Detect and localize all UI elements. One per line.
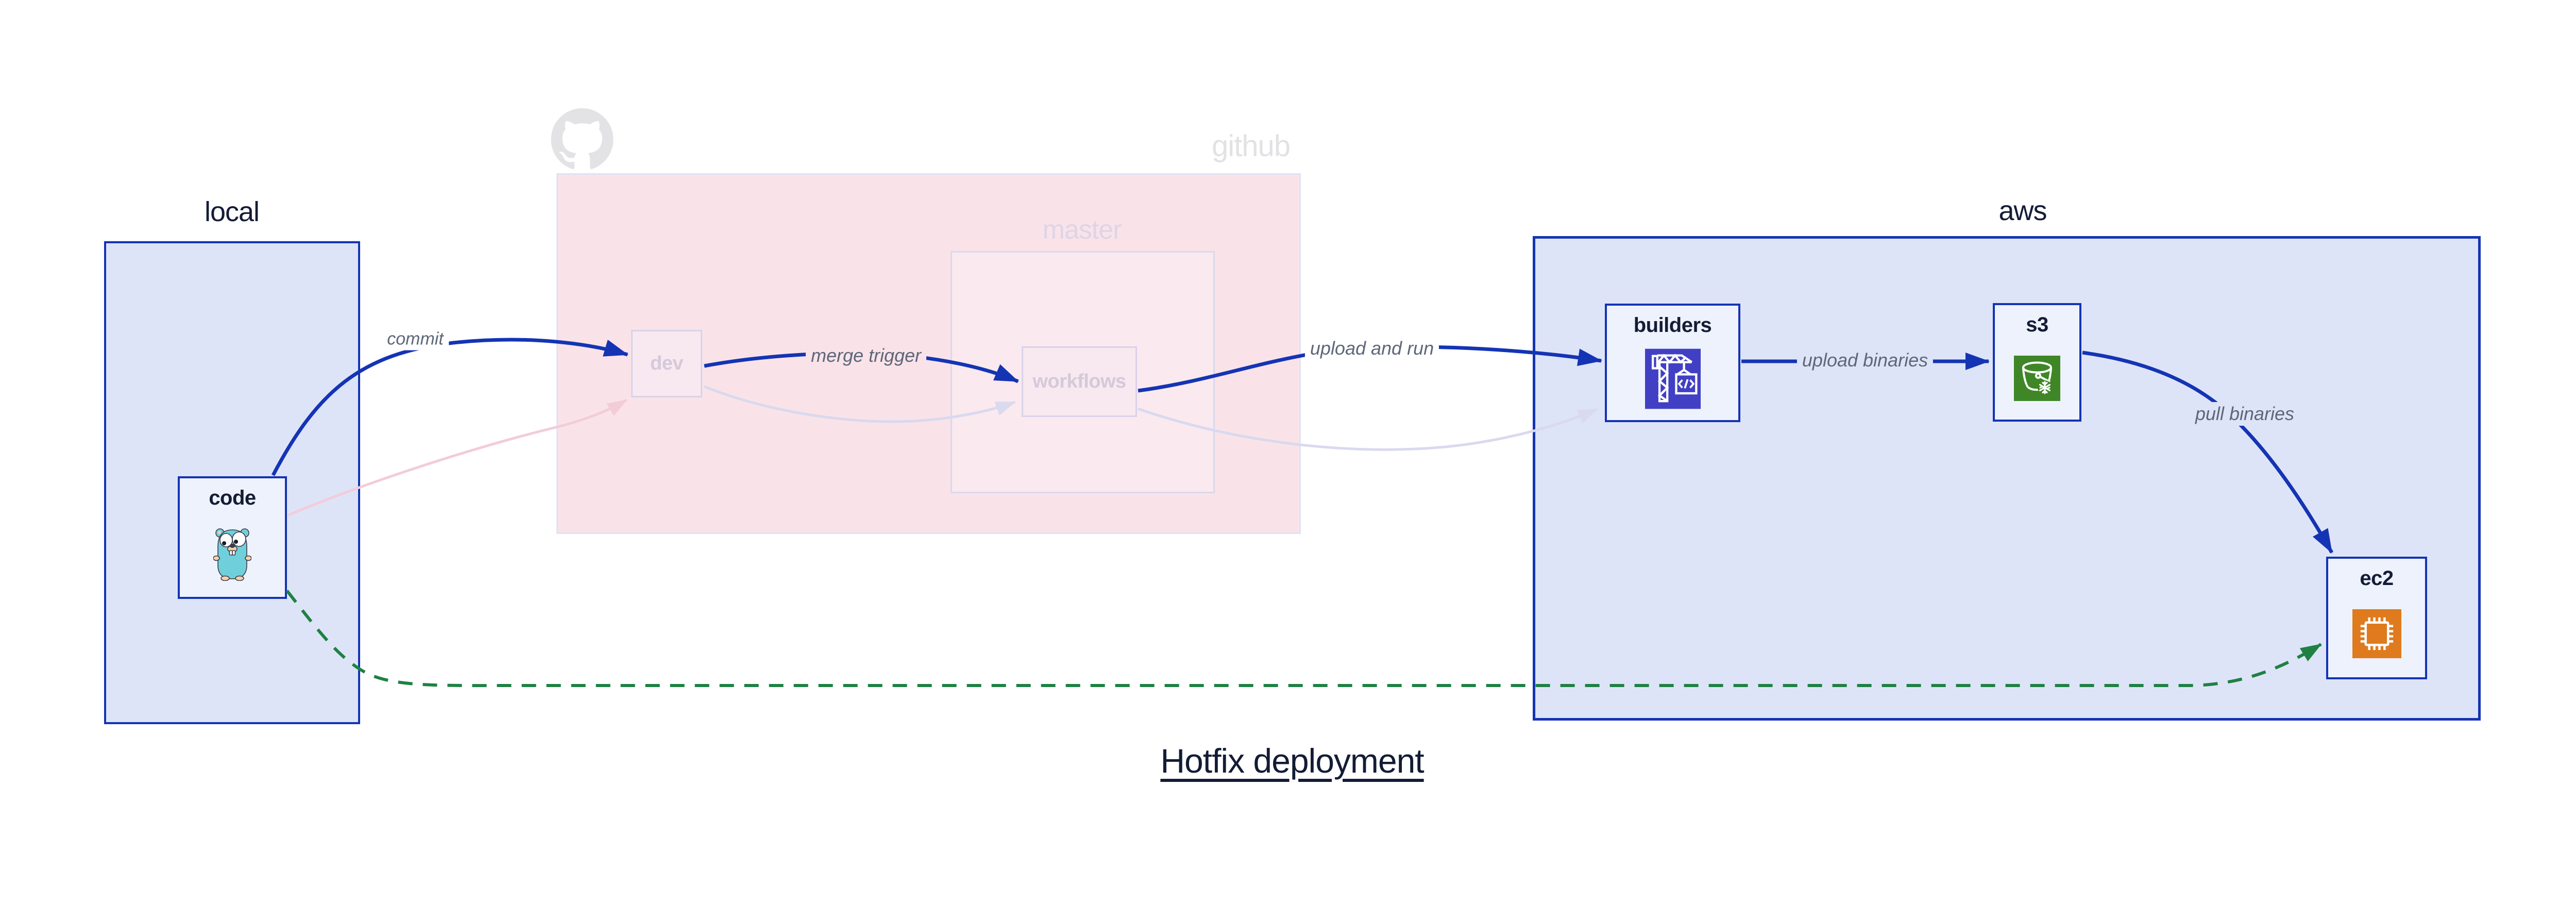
github-octocat-icon xyxy=(551,108,614,170)
node-dev-label: dev xyxy=(650,353,683,374)
node-code-label: code xyxy=(209,487,256,509)
ec2-chip-icon xyxy=(2352,609,2401,658)
node-workflows: workflows xyxy=(1022,346,1137,417)
node-builders-label: builders xyxy=(1633,314,1712,337)
diagram-title: Hotfix deployment xyxy=(1160,742,1424,780)
node-s3-label: s3 xyxy=(2026,313,2048,336)
master-branch-label: master xyxy=(1042,215,1122,245)
edge-label-merge-trigger: merge trigger xyxy=(805,344,927,368)
node-code: code xyxy=(178,476,287,599)
node-s3: s3 xyxy=(1993,303,2081,422)
edge-label-pull-binaries: pull binaries xyxy=(2190,402,2300,426)
edge-label-commit: commit xyxy=(382,328,449,350)
node-ec2: ec2 xyxy=(2326,557,2427,679)
node-dev: dev xyxy=(631,330,702,397)
local-region-label: local xyxy=(204,196,260,227)
codebuild-crane-icon xyxy=(1645,348,1701,409)
node-ec2-label: ec2 xyxy=(2360,567,2394,590)
aws-region-label: aws xyxy=(1998,195,2047,226)
edge-label-upload-binaries: upload binaries xyxy=(1797,348,1934,372)
node-workflows-label: workflows xyxy=(1032,371,1126,392)
node-builders: builders xyxy=(1605,304,1740,422)
edge-label-upload-and-run: upload and run xyxy=(1304,337,1439,360)
s3-bucket-icon xyxy=(2014,355,2060,401)
go-gopher-icon xyxy=(213,528,251,581)
github-region-label: github xyxy=(1211,129,1291,163)
